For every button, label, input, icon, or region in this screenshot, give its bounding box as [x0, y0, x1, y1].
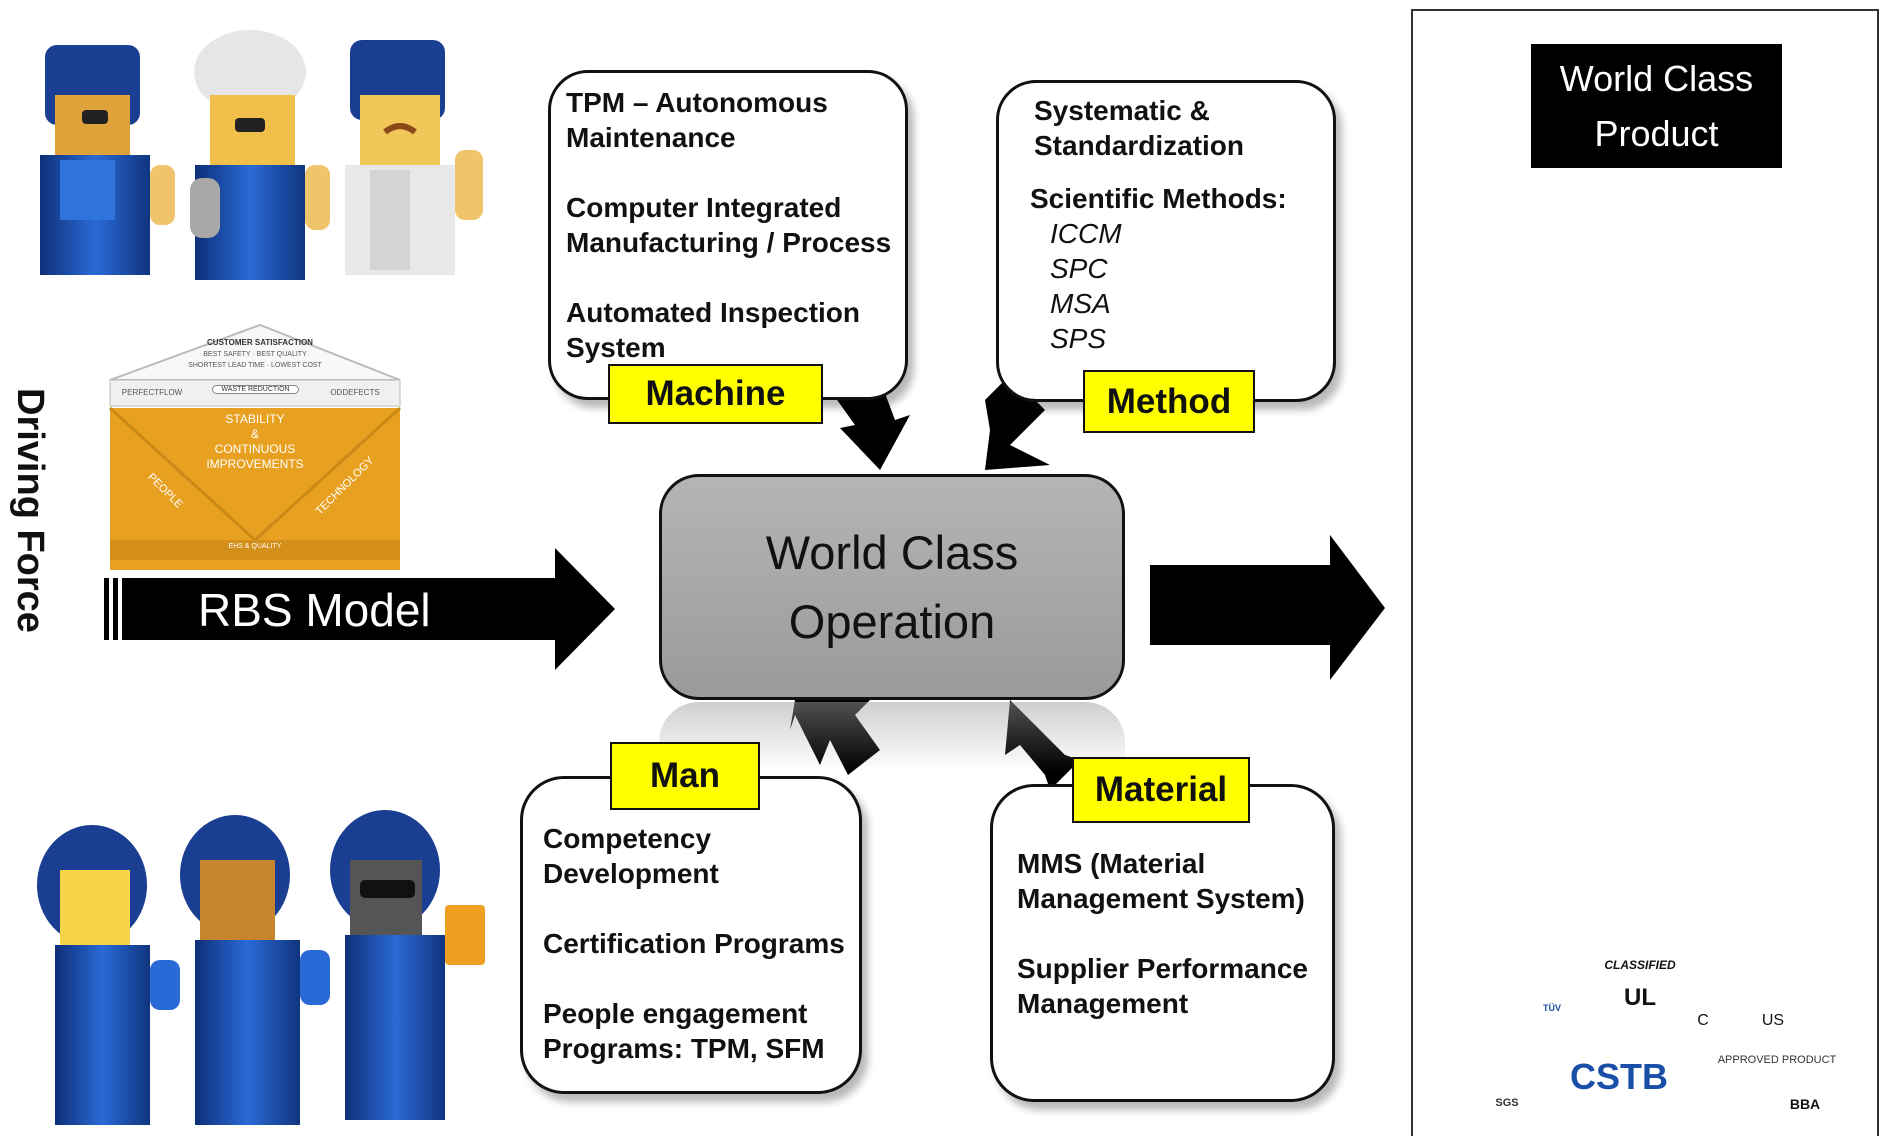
- man-item1-line1: Competency: [543, 823, 712, 854]
- world-class-product-title: World Class Product: [1531, 44, 1782, 168]
- house-beam-center: WASTE REDUCTION: [212, 385, 299, 394]
- material-box: MMS (Material Management System) Supplie…: [990, 784, 1335, 1102]
- machine-item2-line1: Computer Integrated: [566, 192, 842, 223]
- driving-force-label: Driving Force: [9, 387, 51, 633]
- house-core-line2: &: [250, 427, 259, 441]
- method-iccm: ICCM: [1050, 218, 1122, 249]
- machine-box: TPM – Autonomous Maintenance Computer In…: [548, 70, 908, 400]
- bba-text: BBA: [1789, 1096, 1821, 1112]
- rbs-model-label: RBS Model: [198, 584, 431, 636]
- arrow-machine: [830, 380, 910, 470]
- worker-top-1-icon: [40, 45, 175, 275]
- machine-item3-line1: Automated Inspection: [566, 297, 861, 328]
- method-tag: Method: [1083, 370, 1255, 433]
- method-item1-line2: Standardization: [1034, 130, 1245, 161]
- house-beam-right: ODDEFECTS: [330, 388, 380, 397]
- machine-item1-line2: Maintenance: [566, 122, 736, 153]
- house-beam-left: PERFECTFLOW: [121, 388, 183, 397]
- worker-bottom-1-icon: [37, 825, 180, 1125]
- machine-tag: Machine: [608, 364, 823, 424]
- world-class-operation-box: World Class Operation: [659, 474, 1125, 700]
- man-item2: Certification Programs: [543, 928, 845, 959]
- house-roof-line1: BEST SAFETY · BEST QUALITY: [203, 351, 307, 358]
- method-item1-line1: Systematic &: [1034, 95, 1210, 126]
- worker-top-3-icon: [345, 40, 483, 275]
- worker-bottom-2-icon: [180, 815, 330, 1125]
- house-foundation: EHS & QUALITY: [228, 543, 282, 550]
- method-spc: SPC: [1050, 253, 1108, 284]
- material-item1-line2: Management System): [1017, 883, 1305, 914]
- method-scientific-title: Scientific Methods:: [1030, 183, 1287, 214]
- product-title-line1: World Class: [1559, 58, 1754, 99]
- ul-classified-text: CLASSIFIED: [1604, 958, 1676, 972]
- method-msa: MSA: [1050, 288, 1111, 319]
- house-core-line3: CONTINUOUS: [214, 442, 296, 456]
- product-arrow: [1150, 535, 1385, 680]
- csa-c-text: C: [1697, 1012, 1709, 1029]
- machine-item2-line2: Manufacturing / Process: [566, 227, 892, 258]
- house-core-line1: STABILITY: [225, 412, 285, 426]
- sgs-text: SGS: [1495, 1097, 1519, 1109]
- method-sps: SPS: [1050, 323, 1107, 354]
- tuv-text: TÜV: [1543, 1003, 1561, 1013]
- csa-us-text: US: [1761, 1012, 1785, 1029]
- worker-bottom-3-icon: [330, 810, 485, 1120]
- center-line2: Operation: [788, 595, 996, 648]
- machine-item1-line1: TPM – Autonomous: [566, 87, 828, 118]
- rbs-arrow: [104, 548, 615, 670]
- man-item1-line2: Development: [543, 858, 719, 889]
- house-roof-line2: SHORTEST LEAD TIME · LOWEST COST: [188, 362, 322, 369]
- material-item2-line1: Supplier Performance: [1017, 953, 1308, 984]
- man-item3-line1: People engagement: [543, 998, 808, 1029]
- machine-item3-line2: System: [566, 332, 666, 363]
- man-box: Competency Development Certification Pro…: [520, 776, 862, 1094]
- house-core-line4: IMPROVEMENTS: [206, 457, 304, 471]
- material-tag: Material: [1072, 757, 1250, 823]
- product-panel: [1411, 9, 1879, 1136]
- material-item1-line1: MMS (Material: [1017, 848, 1206, 879]
- man-item3-line2: Programs: TPM, SFM: [543, 1033, 825, 1064]
- center-line1: World Class: [765, 526, 1019, 579]
- material-item2-line2: Management: [1017, 988, 1189, 1019]
- product-title-line2: Product: [1594, 113, 1719, 154]
- ul-text: UL: [1624, 984, 1656, 1011]
- worker-top-2-icon: [190, 30, 330, 280]
- bba-approved-text: APPROVED PRODUCT: [1717, 1054, 1837, 1066]
- method-box: Systematic & Standardization Scientific …: [996, 80, 1336, 402]
- cstb-text: CSTB: [1570, 1056, 1668, 1097]
- man-tag: Man: [610, 742, 760, 810]
- house-roof-title: CUSTOMER SATISFACTION: [207, 338, 313, 347]
